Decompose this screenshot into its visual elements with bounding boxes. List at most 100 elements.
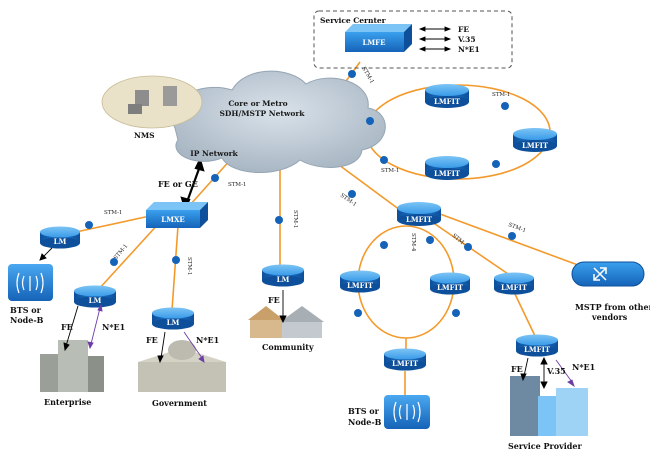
mstp-label-l1: MSTP from other xyxy=(575,302,650,312)
community-label: Community xyxy=(262,342,314,352)
community-site: FE Community xyxy=(248,290,324,352)
enterprise-label: Enterprise xyxy=(44,397,91,407)
connector-dot xyxy=(348,190,356,198)
svg-text:LMFIT: LMFIT xyxy=(437,283,464,292)
lmxe-node: LMXE xyxy=(146,202,208,228)
svg-text:LMFIT: LMFIT xyxy=(501,283,528,292)
antenna-icon xyxy=(393,401,421,423)
government-ne1-label: N*E1 xyxy=(196,335,219,345)
lmfit-ring-top: LMFIT xyxy=(425,84,469,108)
interface-ne1: N*E1 xyxy=(458,45,480,54)
lmfit-service-provider: LMFIT xyxy=(516,334,558,357)
svg-text:LM: LM xyxy=(277,275,290,284)
svg-text:LM: LM xyxy=(167,318,180,327)
lmfit-lower-left: LMFIT xyxy=(340,270,380,293)
lm-enterprise: LM xyxy=(74,285,116,308)
bts-bottom-label-l1: BTS or xyxy=(348,406,380,416)
link-cloud-lmxe xyxy=(189,157,233,206)
lmfit-lower-right: LMFIT xyxy=(430,272,470,295)
lmfit-hub: LMFIT xyxy=(397,202,441,226)
svg-text:LMFIT: LMFIT xyxy=(392,359,419,368)
community-fe-label: FE xyxy=(268,295,280,305)
stm1-label-ring-top: STM-1 xyxy=(492,92,510,98)
mstp-switch-icon xyxy=(593,267,607,281)
service-center: Service Cernter LMFE FE V.35 N*E1 xyxy=(313,10,513,69)
svg-text:LMFIT: LMFIT xyxy=(434,97,461,106)
service-center-interfaces xyxy=(418,26,452,52)
antenna-icon xyxy=(16,272,44,294)
core-network-cloud: Core or Metro SDH/MSTP Network IP Networ… xyxy=(171,70,386,173)
connector-dot xyxy=(354,309,362,317)
mstp-node: MSTP from other vendors xyxy=(571,261,650,322)
sp-v35-label: V.35 xyxy=(546,366,566,376)
lm-government: LM xyxy=(152,307,194,330)
government-label: Government xyxy=(152,398,207,408)
cloud-title-line1: Core or Metro xyxy=(228,99,287,108)
connector-dot xyxy=(110,258,118,266)
link-hub-lmfit-right xyxy=(431,221,515,279)
lmxe-label: LMXE xyxy=(161,215,184,224)
stm1-label-lmxe-cloud: STM-1 xyxy=(228,182,246,188)
government-site: FE N*E1 Government xyxy=(138,331,226,408)
nms-computer-icon xyxy=(135,90,149,106)
svg-text:LMFIT: LMFIT xyxy=(347,281,374,290)
government-fe-label: FE xyxy=(146,335,158,345)
connector-dot xyxy=(380,241,388,249)
link-lmxe-lm-enterprise xyxy=(97,221,161,291)
svg-text:LM: LM xyxy=(54,237,67,246)
connector-dot xyxy=(211,174,219,182)
bts-left-label-l1: BTS or xyxy=(10,305,42,315)
service-provider-site: FE V.35 N*E1 Service Provider xyxy=(508,356,595,451)
svg-text:LMFIT: LMFIT xyxy=(522,141,549,150)
bts-left: BTS or Node-B xyxy=(8,247,53,325)
bts-bottom-label-l2: Node-B xyxy=(348,417,382,427)
connector-dot xyxy=(492,160,500,168)
service-center-title: Service Cernter xyxy=(320,16,387,25)
enterprise-fe-label: FE xyxy=(61,322,73,332)
government-building-icon xyxy=(138,362,226,392)
stm1-label-lmfe: STM-1 xyxy=(360,66,374,85)
sp-ne1-label: N*E1 xyxy=(572,362,595,372)
stm1-label-government: STM-1 xyxy=(186,257,192,275)
link-lmxe-lm-government xyxy=(171,225,179,311)
connector-dot xyxy=(464,243,472,251)
svg-text:LMFIT: LMFIT xyxy=(434,169,461,178)
sp-fe-label: FE xyxy=(511,364,523,374)
connector-dot xyxy=(426,236,434,244)
interface-fe: FE xyxy=(458,25,469,34)
stm1-label-mstp: STM-1 xyxy=(507,222,526,234)
service-provider-label: Service Provider xyxy=(508,441,582,451)
fe-or-ge-label: FE or GE xyxy=(158,179,198,189)
svg-text:LM: LM xyxy=(89,296,102,305)
stm1-label-ring-bottom: STM-1 xyxy=(381,168,399,174)
interface-v35: V.35 xyxy=(457,35,476,44)
lm-left: LM xyxy=(40,226,80,249)
lmfit-right-mid: LMFIT xyxy=(494,272,534,295)
connector-dot xyxy=(452,309,460,317)
house-icon xyxy=(248,306,284,320)
link-lmfit-sp xyxy=(513,291,537,339)
connector-dot xyxy=(172,256,180,264)
lmfit-ring-right: LMFIT xyxy=(513,128,557,152)
connector-dot xyxy=(501,102,509,110)
bts-left-label-l2: Node-B xyxy=(10,315,44,325)
svg-text:LMFIT: LMFIT xyxy=(524,345,551,354)
connector-dot xyxy=(508,232,516,240)
enterprise-site: FE N*E1 Enterprise xyxy=(40,303,125,407)
lm-community: LM xyxy=(262,264,304,287)
enterprise-ne1-label: N*E1 xyxy=(102,322,125,332)
ip-network-label: IP Network xyxy=(190,149,238,158)
cloud-title-line2: SDH/MSTP Network xyxy=(220,109,306,118)
stm4-label: STM-4 xyxy=(410,233,416,252)
connector-dot xyxy=(366,117,374,125)
lmfit-bts-bottom: LMFIT xyxy=(384,348,426,371)
connector-dot xyxy=(85,221,93,229)
connector-dot xyxy=(348,70,356,78)
connector-dot xyxy=(380,156,388,164)
lmfit-ring-bottom: LMFIT xyxy=(425,156,469,180)
nms: NMS xyxy=(101,75,203,140)
nms-label: NMS xyxy=(134,131,155,140)
connector-dot xyxy=(275,216,283,224)
mstp-label-l2: vendors xyxy=(591,312,628,322)
